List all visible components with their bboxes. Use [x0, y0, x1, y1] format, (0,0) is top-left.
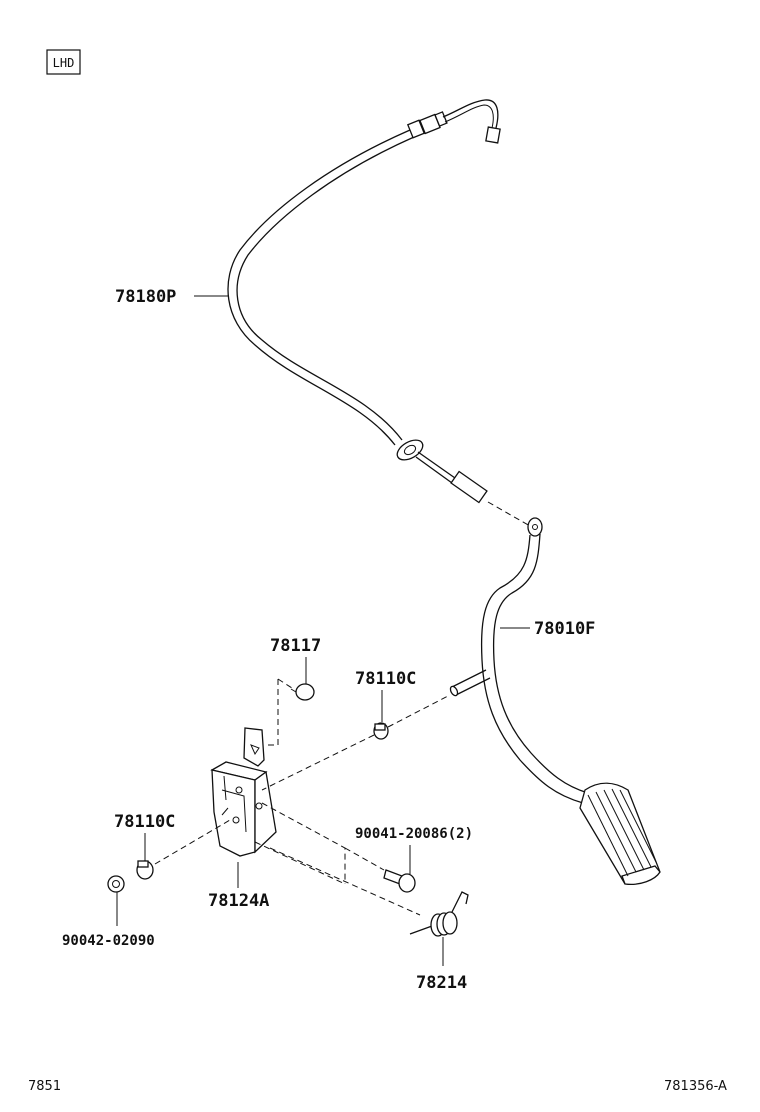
pedal-pad [579, 782, 661, 886]
accelerator-cable [227, 99, 531, 527]
label-cushion: 78117 [270, 636, 321, 656]
bushing-right [261, 695, 449, 791]
leader-lines [116, 295, 530, 966]
footer-right-code: 781356-A [664, 1079, 727, 1094]
pedal-bracket [210, 727, 277, 857]
washer [107, 875, 125, 893]
cushion-stopper [264, 678, 315, 746]
label-bolt: 90041-20086(2) [355, 826, 473, 842]
label-washer: 90042-02090 [62, 933, 155, 949]
return-spring [269, 847, 469, 937]
lhd-badge-text: LHD [53, 56, 75, 70]
label-bushing-left: 78110C [114, 812, 175, 832]
bushing-left [136, 819, 231, 880]
label-spring: 78214 [416, 973, 467, 993]
label-cable: 78180P [115, 287, 176, 307]
pedal-arm [449, 517, 661, 886]
label-bushing-right: 78110C [355, 669, 416, 689]
lhd-badge: LHD [46, 49, 81, 75]
bolt [254, 802, 416, 893]
label-bracket: 78124A [208, 891, 269, 911]
label-pedal-arm: 78010F [534, 619, 595, 639]
footer-left-code: 7851 [28, 1079, 61, 1094]
